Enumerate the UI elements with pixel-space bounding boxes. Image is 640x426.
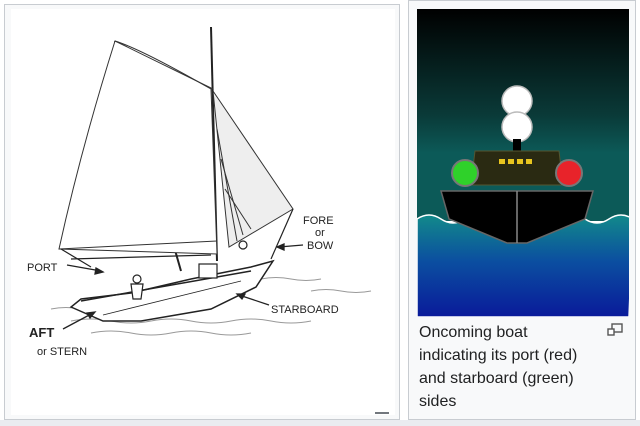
sailboat-drawing: FORE or BOW PORT STARBOARD AFT or STERN — [27, 26, 372, 358]
mast — [513, 139, 521, 159]
sailboat-diagram-image[interactable]: FORE or BOW PORT STARBOARD AFT or STERN — [11, 9, 395, 415]
oncoming-boat-drawing — [417, 9, 629, 317]
stern-label: or STERN — [37, 346, 87, 358]
bottom-divider — [0, 420, 640, 426]
starboard-label: STARBOARD — [271, 304, 339, 316]
port-light-red — [555, 159, 583, 187]
masthead-light-lower — [501, 111, 533, 143]
bow-label: BOW — [307, 240, 334, 252]
navigation-lights-figure: Oncoming boat indicating its port (red) … — [408, 0, 636, 420]
rigging — [60, 208, 294, 300]
jib-sail — [212, 90, 294, 248]
label-arrows — [62, 243, 304, 330]
figure-caption: Oncoming boat indicating its port (red) … — [419, 324, 578, 410]
enlarge-icon[interactable] — [375, 412, 389, 418]
cabin — [470, 150, 564, 186]
oncoming-boat-image[interactable] — [417, 9, 629, 317]
port-label: PORT — [27, 262, 58, 274]
hull — [69, 259, 275, 322]
starboard-light-green — [451, 159, 479, 187]
cabin-windows — [499, 159, 532, 164]
sailboat-figure: FORE or BOW PORT STARBOARD AFT or STERN — [4, 4, 400, 420]
enlarge-icon[interactable] — [607, 323, 623, 337]
aft-label: AFT — [29, 325, 54, 340]
fore-label: FORE — [303, 215, 334, 227]
fore-or-label: or — [315, 227, 325, 239]
main-sail — [58, 40, 218, 255]
